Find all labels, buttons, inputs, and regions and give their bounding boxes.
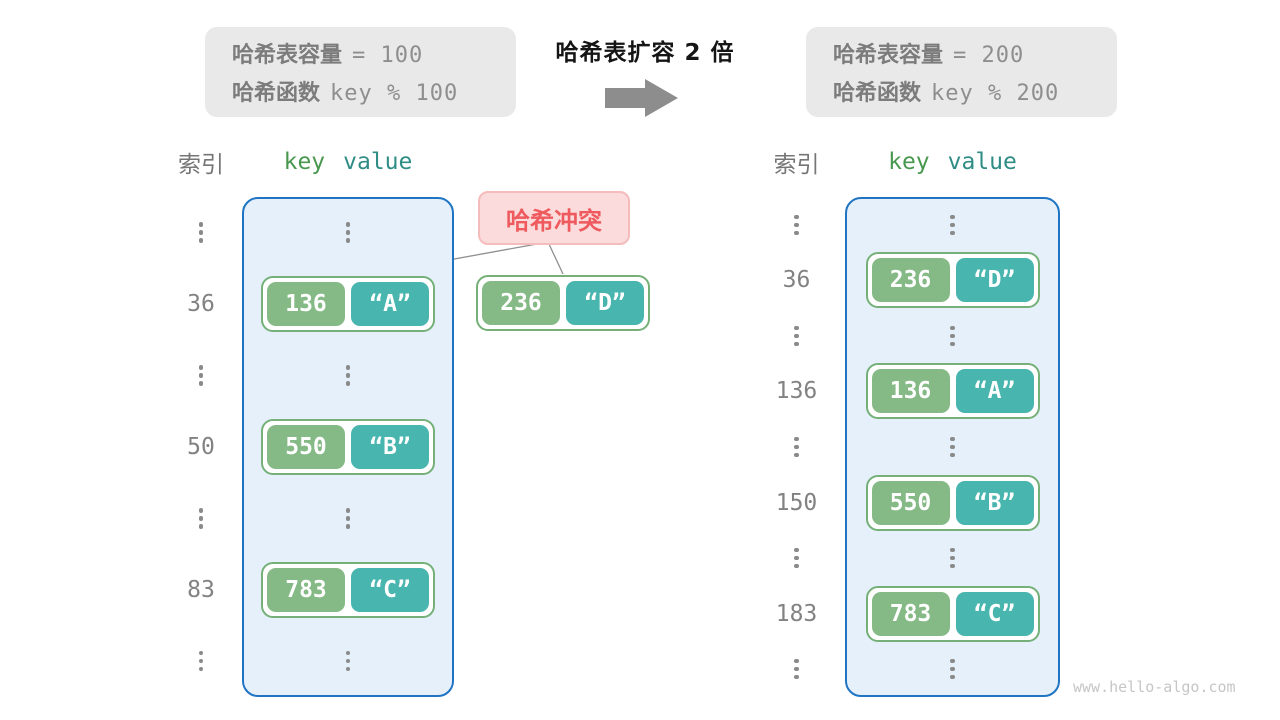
hash-function-line: 哈希函数 key % 100 [232, 75, 516, 107]
table-row [748, 197, 1060, 253]
table-row: 136 136 “A” [748, 363, 1060, 420]
collision-label: 哈希冲突 [506, 206, 602, 235]
key-value-header: key value [242, 149, 454, 175]
ellipsis-dots [950, 214, 955, 236]
value-cell: “D” [566, 281, 644, 325]
ellipsis-dots [794, 325, 799, 347]
key-value-pair: 236 “D” [865, 252, 1040, 309]
ellipsis-dots [794, 658, 799, 680]
key-cell: 236 [482, 281, 560, 325]
hash-function-value: key % 100 [330, 81, 459, 106]
table-body: 36 136 “A” 50 550 “B” [160, 197, 454, 697]
value-cell: “C” [955, 591, 1034, 636]
table-row: 183 783 “C” [748, 585, 1060, 642]
value-header: value [343, 149, 413, 175]
collision-callout: 哈希冲突 [478, 191, 630, 245]
key-value-pair: 550 “B” [865, 474, 1040, 531]
capacity-box-after: 哈希表容量 = 200 哈希函数 key % 200 [806, 27, 1117, 117]
ellipsis-dots [950, 547, 955, 569]
hash-table-before: 索引 key value 36 136 “A” [160, 146, 454, 697]
ellipsis-dots [345, 650, 351, 672]
index-label: 183 [775, 600, 818, 627]
ellipsis-dots [345, 508, 351, 529]
hash-table-after: 索引 key value 36 236 “D” [748, 146, 1060, 697]
key-header: key [283, 149, 326, 175]
table-row: 36 236 “D” [748, 252, 1060, 309]
key-value-header: key value [845, 149, 1060, 175]
key-value-pair: 783 “C” [865, 585, 1040, 642]
ellipsis-dots [794, 436, 799, 458]
ellipsis-dots [198, 222, 204, 243]
ellipsis-dots [198, 650, 204, 672]
colliding-pair-wrapper: 236 “D” [476, 275, 650, 331]
table-row [160, 197, 454, 268]
key-cell: 236 [871, 258, 950, 303]
key-cell: 136 [871, 369, 950, 414]
key-value-pair: 783 “C” [261, 561, 435, 618]
ellipsis-dots [950, 325, 955, 347]
key-cell: 783 [267, 567, 345, 612]
table-row [748, 419, 1060, 475]
hash-function-label: 哈希函数 [833, 81, 922, 106]
table-row [160, 483, 454, 554]
table-row [748, 641, 1060, 697]
table-row: 83 783 “C” [160, 554, 454, 625]
key-value-pair: 550 “B” [261, 418, 435, 475]
capacity-value: = 200 [953, 43, 1025, 68]
table-row: 150 550 “B” [748, 474, 1060, 531]
key-value-pair: 136 “A” [261, 276, 435, 333]
table-header: 索引 key value [160, 146, 454, 178]
index-label: 36 [782, 267, 811, 294]
table-row [748, 530, 1060, 586]
key-cell: 136 [267, 282, 345, 327]
index-label: 136 [775, 378, 818, 405]
value-cell: “B” [955, 480, 1034, 525]
ellipsis-dots [345, 222, 351, 243]
value-cell: “C” [351, 567, 429, 612]
index-label: 50 [187, 433, 215, 460]
value-cell: “B” [351, 424, 429, 469]
key-value-pair: 136 “A” [865, 363, 1040, 420]
hash-function-value: key % 200 [931, 81, 1060, 106]
table-row: 36 136 “A” [160, 268, 454, 339]
index-header: 索引 [773, 152, 820, 178]
watermark: www.hello-algo.com [1073, 678, 1236, 696]
table-row [748, 308, 1060, 364]
index-header: 索引 [178, 152, 224, 178]
table-row [160, 626, 454, 697]
index-label: 150 [775, 489, 818, 516]
hash-function-label: 哈希函数 [232, 81, 321, 106]
table-header: 索引 key value [748, 146, 1060, 178]
capacity-line: 哈希表容量 = 200 [833, 37, 1117, 69]
key-header: key [888, 149, 930, 175]
ellipsis-dots [345, 365, 351, 386]
capacity-label: 哈希表容量 [232, 43, 343, 68]
capacity-value: = 100 [352, 43, 424, 68]
table-row: 50 550 “B” [160, 411, 454, 482]
value-cell: “A” [955, 369, 1034, 414]
expand-title: 哈希表扩容 2 倍 [555, 40, 735, 66]
key-value-pair: 236 “D” [476, 275, 650, 331]
ellipsis-dots [794, 547, 799, 569]
key-cell: 550 [267, 424, 345, 469]
ellipsis-dots [950, 658, 955, 680]
capacity-box-before: 哈希表容量 = 100 哈希函数 key % 100 [205, 27, 516, 117]
ellipsis-dots [794, 214, 799, 236]
value-cell: “D” [955, 258, 1034, 303]
value-cell: “A” [351, 282, 429, 327]
capacity-label: 哈希表容量 [833, 43, 944, 68]
key-cell: 783 [871, 591, 950, 636]
ellipsis-dots [198, 508, 204, 529]
index-label: 83 [187, 576, 215, 603]
value-header: value [947, 149, 1017, 175]
key-cell: 550 [871, 480, 950, 525]
ellipsis-dots [950, 436, 955, 458]
table-body: 36 236 “D” 136 136 “A” [748, 197, 1060, 697]
index-label: 36 [187, 291, 215, 318]
table-row [160, 340, 454, 411]
capacity-line: 哈希表容量 = 100 [232, 37, 516, 69]
right-arrow-icon [605, 79, 678, 117]
ellipsis-dots [198, 365, 204, 386]
hash-function-line: 哈希函数 key % 200 [833, 75, 1117, 107]
